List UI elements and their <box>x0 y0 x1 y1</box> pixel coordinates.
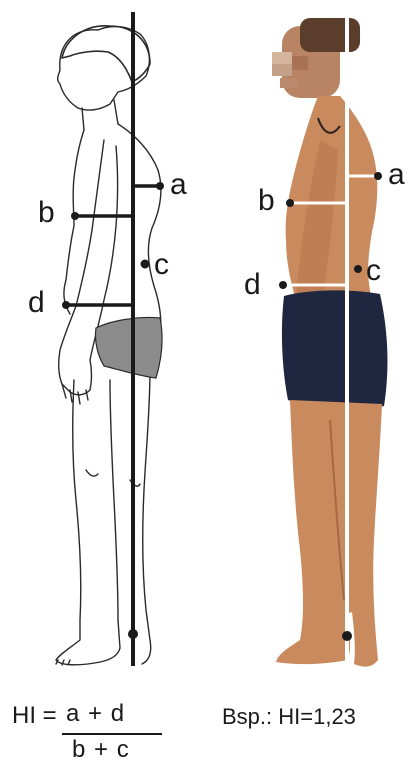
left-point-heel <box>128 629 138 639</box>
left-point-c <box>141 260 150 269</box>
left-label-d: d <box>28 286 45 319</box>
right-figure-photo <box>272 18 387 667</box>
formula-denominator: b + c <box>72 736 130 764</box>
right-point-d <box>279 281 287 289</box>
neck <box>82 100 118 130</box>
legs-photo <box>276 400 382 667</box>
right-point-heel <box>342 631 352 641</box>
left-point-b <box>71 212 79 220</box>
shorts-photo <box>282 290 388 410</box>
left-label-a: a <box>170 168 187 201</box>
left-label-b: b <box>38 196 55 229</box>
right-label-a: a <box>388 158 405 191</box>
back-leg <box>142 370 151 664</box>
underwear <box>95 317 162 378</box>
inner-leg <box>110 380 118 620</box>
right-point-b <box>286 199 294 207</box>
left-label-c: c <box>154 248 169 281</box>
left-point-a <box>156 182 164 190</box>
back-outline <box>118 124 161 334</box>
example-value: Bsp.: HI=1,23 <box>222 704 356 730</box>
formula-lhs: HI = <box>12 702 57 730</box>
formula-fraction-bar <box>62 733 162 735</box>
right-point-c <box>354 265 362 273</box>
right-label-c: c <box>366 254 381 287</box>
right-label-d: d <box>244 268 261 301</box>
formula-numerator: a + d <box>66 700 125 728</box>
left-point-d <box>62 301 70 309</box>
right-point-a <box>374 172 382 180</box>
right-label-b: b <box>258 184 275 217</box>
